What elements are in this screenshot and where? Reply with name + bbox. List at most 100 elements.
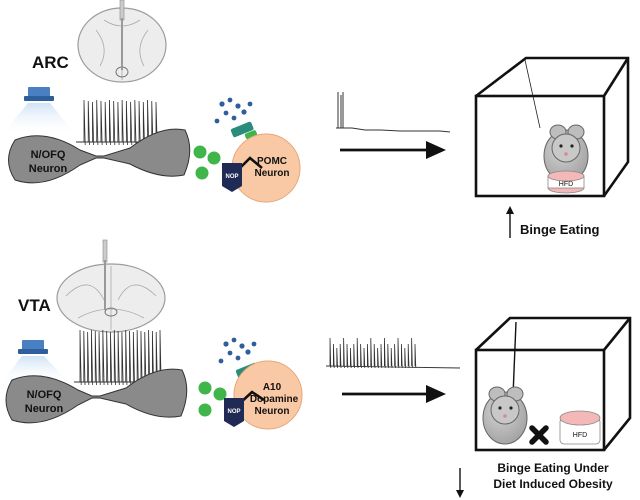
spike xyxy=(117,101,120,146)
spike xyxy=(130,101,133,146)
spike xyxy=(102,329,105,386)
spike xyxy=(138,100,141,146)
spike xyxy=(110,331,113,386)
spike xyxy=(148,329,151,386)
spike xyxy=(346,343,349,369)
spike xyxy=(343,337,345,369)
spike xyxy=(350,347,352,369)
spike xyxy=(377,347,379,369)
nofq-neuron xyxy=(8,128,191,184)
spike-train xyxy=(74,329,164,386)
result-arrow xyxy=(340,141,446,159)
spike xyxy=(339,343,342,369)
spike xyxy=(363,347,366,369)
food-dish-icon xyxy=(547,170,585,194)
cage xyxy=(474,316,632,452)
spike xyxy=(106,330,109,386)
mouse-tail xyxy=(512,321,517,397)
outcome-label: Binge Eating xyxy=(520,222,600,237)
spike xyxy=(140,330,143,386)
spike xyxy=(370,337,372,369)
decrease-arrow-icon xyxy=(456,468,464,498)
region-label: ARC xyxy=(32,53,69,72)
target-label-line2: Dopamine xyxy=(250,394,299,405)
spike xyxy=(407,343,410,369)
recording-trace xyxy=(325,337,461,369)
spike xyxy=(91,329,94,386)
spike xyxy=(373,343,376,369)
spike xyxy=(83,330,86,386)
spike xyxy=(394,343,396,369)
receptor-label: NOP xyxy=(227,409,240,415)
spike xyxy=(387,343,389,369)
neuron-label-line2: Neuron xyxy=(25,403,64,415)
spike xyxy=(113,100,116,146)
spike xyxy=(356,337,359,369)
spike xyxy=(147,99,150,146)
spike xyxy=(113,329,116,386)
spike xyxy=(117,330,120,386)
spike xyxy=(100,100,103,146)
region-label: VTA xyxy=(18,296,51,315)
spike xyxy=(384,337,386,369)
spike xyxy=(132,331,135,386)
spike xyxy=(98,331,101,386)
spike xyxy=(353,343,355,369)
spike xyxy=(129,330,132,386)
spike xyxy=(151,330,154,386)
mouse-icon xyxy=(482,386,528,445)
target-label-line3: Neuron xyxy=(255,406,290,417)
spike xyxy=(329,337,332,369)
spike xyxy=(333,343,335,369)
blocked-x-icon xyxy=(529,425,549,445)
light-source-icon xyxy=(0,340,70,384)
food-label: HFD xyxy=(559,181,573,188)
neuron-label-line2: Neuron xyxy=(29,163,68,175)
spike xyxy=(151,100,154,146)
neuron-label-line1: N/OFQ xyxy=(27,389,62,401)
peptide-cluster xyxy=(198,381,227,417)
spike xyxy=(87,100,90,146)
vesicle-transporter xyxy=(230,121,258,140)
spike xyxy=(96,99,99,146)
neuron-label-line1: N/OFQ xyxy=(31,149,66,161)
spike xyxy=(87,331,90,386)
spike xyxy=(142,101,145,146)
light-source-icon xyxy=(2,87,76,135)
panel-arc: ARC N/OFQ Neuron xyxy=(2,0,630,238)
spike xyxy=(360,343,362,369)
food-dish-icon xyxy=(559,410,601,445)
spike xyxy=(155,331,158,386)
spike xyxy=(109,99,112,146)
spike xyxy=(397,337,400,369)
spike xyxy=(144,331,147,386)
receptor-label: NOP xyxy=(225,174,238,180)
spike xyxy=(411,337,413,369)
peptide-cluster xyxy=(193,145,221,180)
spike xyxy=(134,99,137,146)
spike xyxy=(159,329,162,386)
nofq-neuron xyxy=(5,368,188,424)
mouse-tail xyxy=(524,59,541,129)
recording-trace xyxy=(336,92,451,133)
spike xyxy=(155,101,158,146)
spike xyxy=(125,329,128,386)
result-arrow xyxy=(342,385,446,403)
spike xyxy=(121,99,124,146)
vesicle-cluster xyxy=(214,97,253,124)
panel-vta: VTA N/OFQ Neuron A10 Dopamine xyxy=(0,239,632,498)
spike xyxy=(92,101,95,146)
spike xyxy=(390,347,393,369)
target-label-line1: A10 xyxy=(263,382,282,393)
vesicle-cluster xyxy=(218,337,257,364)
cage xyxy=(474,56,630,198)
spike xyxy=(380,343,383,369)
spike xyxy=(121,331,124,386)
nop-receptor-icon: NOP xyxy=(222,163,242,192)
spike xyxy=(79,329,82,386)
spike xyxy=(401,343,403,369)
food-label: HFD xyxy=(573,432,587,439)
spike xyxy=(367,343,369,369)
